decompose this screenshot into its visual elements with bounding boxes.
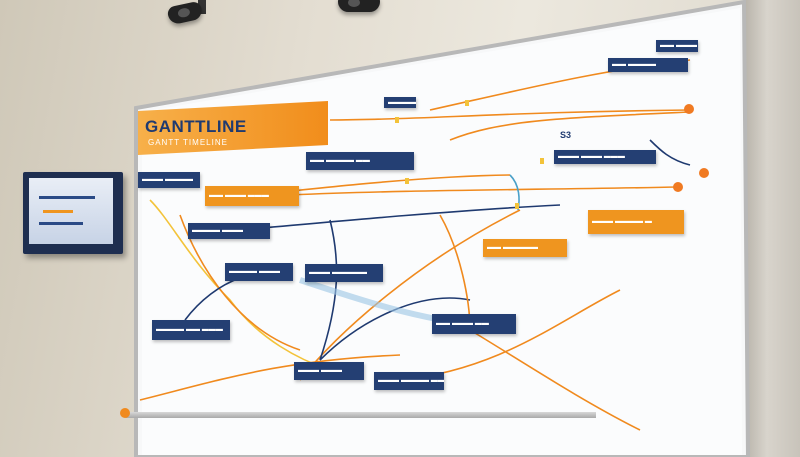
task-note: ▬▬ ▬▬▬▬ ▬▬: [306, 152, 414, 170]
task-note: ▬▬ ▬▬▬▬: [608, 58, 688, 72]
pin: [395, 117, 399, 123]
pin: [540, 158, 544, 164]
task-note: ▬▬▬ ▬▬▬: [294, 362, 364, 380]
pin: [515, 203, 519, 209]
task-note: ▬▬▬▬▬: [384, 97, 416, 108]
marker-tray: [126, 412, 596, 418]
task-note: ▬▬ ▬▬▬: [656, 40, 698, 52]
task-note: ▬▬▬ ▬▬▬ ▬▬▬: [554, 150, 656, 164]
task-note: ▬▬ ▬▬▬ ▬▬: [432, 314, 516, 334]
milestone-dot: [684, 104, 694, 114]
pin: [465, 100, 469, 106]
task-note: ▬▬ ▬▬▬▬▬: [483, 239, 567, 257]
task-note: ▬▬▬ ▬▬▬▬ ▬▬: [374, 372, 444, 390]
pin: [405, 178, 409, 184]
milestone-dot: [673, 182, 683, 192]
task-note: ▬▬▬ ▬▬▬▬ ▬: [588, 210, 684, 234]
task-note: ▬▬▬▬ ▬▬▬: [188, 223, 270, 239]
corner-label: S3: [560, 130, 571, 140]
marker-cap: [120, 408, 130, 418]
task-note: ▬▬ ▬▬▬ ▬▬▬: [205, 186, 299, 206]
task-note: ▬▬▬ ▬▬▬▬▬: [305, 264, 383, 282]
task-note: ▬▬▬▬ ▬▬▬: [225, 263, 293, 281]
task-note: ▬▬▬▬ ▬▬ ▬▬▬: [152, 320, 230, 340]
milestone-dot: [699, 168, 709, 178]
task-note: ▬▬▬ ▬▬▬▬: [138, 172, 200, 188]
